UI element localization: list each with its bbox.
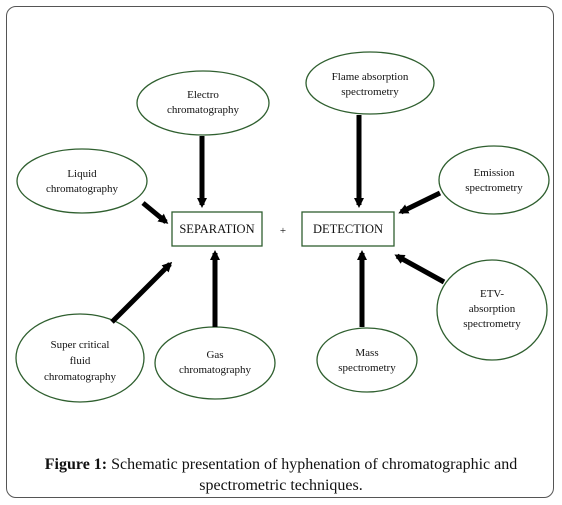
- emission-label-line2: spectrometry: [465, 182, 523, 194]
- detection-label: DETECTION: [313, 222, 383, 236]
- mass-label-line1: Mass: [355, 347, 378, 359]
- figure-caption: Figure 1: Schematic presentation of hyph…: [20, 454, 542, 496]
- flame-absorption-spectrometry-ellipse: [305, 51, 435, 115]
- supercritical-fluid-chromatography-ellipse: [15, 313, 145, 403]
- gas-chromatography-ellipse: [154, 326, 276, 400]
- arrow-emission-to-detection: [398, 190, 442, 215]
- liquid-label-line1: Liquid: [67, 168, 97, 180]
- etv-label-line1: ETV-: [480, 288, 504, 300]
- mass-spectrometry-ellipse: [316, 327, 418, 393]
- detection-box: [301, 211, 395, 247]
- etv-absorption-spectrometry-ellipse: [436, 259, 548, 361]
- emission-spectrometry-ellipse: [438, 145, 550, 215]
- flame-label-line2: spectrometry: [341, 86, 399, 98]
- arrow-etv-to-detection: [394, 253, 446, 285]
- etv-label-line2: absorption: [469, 303, 516, 315]
- liquid-label-line2: chromatography: [46, 183, 119, 195]
- arrow-liquid-to-separation: [141, 201, 169, 224]
- gas-label-line2: chromatography: [179, 364, 252, 376]
- figure-frame: [6, 6, 554, 498]
- liquid-chromatography-ellipse: [16, 148, 148, 214]
- caption-label: Figure 1:: [44, 456, 108, 473]
- electro-label-line1: Electro: [187, 89, 219, 101]
- supercritical-label-line2: fluid: [70, 355, 91, 367]
- separation-label: SEPARATION: [179, 222, 254, 236]
- flame-label-line1: Flame absorption: [332, 71, 409, 83]
- electro-label-line2: chromatography: [167, 104, 240, 116]
- plus-sign: +: [280, 225, 286, 237]
- mass-label-line2: spectrometry: [338, 362, 396, 374]
- supercritical-label-line3: chromatography: [44, 371, 117, 383]
- arrow-supercritical-to-separation: [110, 261, 173, 324]
- supercritical-label-line1: Super critical: [51, 339, 110, 351]
- gas-label-line1: Gas: [206, 349, 223, 361]
- caption-text: Schematic presentation of hyphenation of…: [107, 456, 518, 494]
- etv-label-line3: spectrometry: [463, 318, 521, 330]
- emission-label-line1: Emission: [474, 167, 515, 179]
- electro-chromatography-ellipse: [136, 70, 270, 136]
- separation-box: [171, 211, 263, 247]
